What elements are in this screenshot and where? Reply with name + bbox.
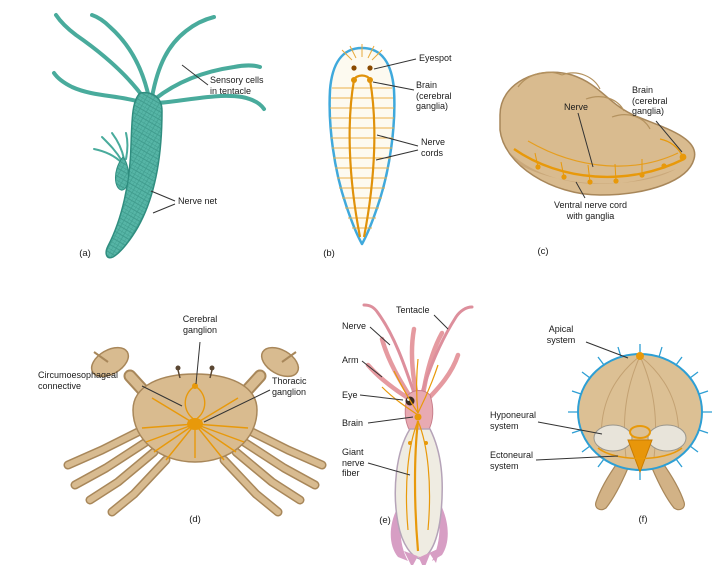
crab-thoracic-ganglion [187, 418, 203, 430]
label-hyponeural-system: Hyponeural system [490, 410, 537, 431]
squid-brain [414, 413, 422, 421]
squid-stellate-right [424, 441, 428, 445]
crab-claw-notch-left [93, 351, 109, 363]
panel-squid: Tentacle Nerve Arm Eye Brain Giant nerve… [330, 295, 480, 565]
label-apical-system: Apical system [546, 324, 576, 345]
squid-fin-right [432, 503, 448, 561]
leader-lines [535, 341, 629, 461]
echinoderm-lobe-right [647, 424, 687, 452]
panel-b-caption: (b) [323, 248, 335, 259]
hydra-tentacles [52, 13, 266, 111]
planarian-illustration [328, 44, 419, 246]
planarian-eyespot-right [367, 65, 373, 71]
label-thoracic-ganglion: Thoracic ganglion [272, 376, 307, 397]
squid-mantle [394, 428, 443, 560]
panel-e-caption: (e) [379, 515, 391, 526]
planarian-body [328, 46, 396, 246]
panel-hydra: Sensory cells in tentacle Nerve net (a) [10, 5, 290, 270]
label-arm: Arm [342, 355, 359, 365]
label-tentacle: Tentacle [396, 305, 430, 315]
label-ectoneural-system: Ectoneural system [490, 450, 534, 471]
worm-illustration [499, 71, 696, 199]
worm-segments [517, 71, 651, 130]
crab-legs [65, 371, 325, 515]
planarian-brain-left [351, 77, 357, 83]
leader-lines [575, 112, 683, 199]
echinoderm-apical-system [636, 352, 644, 360]
crab-claw-right [260, 346, 300, 378]
leader-lines [141, 341, 271, 423]
echinoderm-ectoneural-band [597, 447, 683, 460]
worm-body [499, 71, 696, 196]
label-eyespot: Eyespot [419, 53, 452, 63]
echinoderm-foot-right [651, 461, 685, 511]
squid-skirt-fringe [404, 548, 440, 565]
planarian-transverse-nerves [330, 87, 394, 229]
label-nerve-cords: Nerve cords [421, 137, 446, 158]
squid-nervous-system [381, 358, 439, 552]
panel-worm: Nerve Brain (cerebral ganglia) Ventral n… [480, 55, 715, 265]
echinoderm-lantern [627, 439, 653, 474]
planarian-sensory-fans [341, 44, 383, 61]
panel-crab: Cerebral ganglion Circumoesophageal conn… [30, 300, 330, 535]
planarian-eyespot-left [351, 65, 357, 71]
hydra-illustration [52, 13, 266, 259]
crab-illustration [63, 341, 327, 517]
panel-c-caption: (c) [537, 246, 549, 257]
label-brain-squid: Brain [342, 418, 364, 428]
label-sensory-cells: Sensory cells in tentacle [210, 75, 264, 96]
crab-eyes [175, 365, 215, 379]
label-circumoesophageal-connective: Circumoesophageal connective [38, 370, 119, 391]
panel-planarian: Eyespot Brain (cerebral ganglia) Nerve c… [290, 30, 480, 265]
label-nerve-squid: Nerve [342, 321, 367, 331]
leader-lines [359, 314, 449, 476]
echinoderm-illustration [535, 341, 712, 511]
label-brain-worm: Brain (cerebral ganglia) [632, 85, 668, 117]
label-brain-planarian: Brain (cerebral ganglia) [416, 80, 452, 112]
crab-cerebral-ganglion [192, 383, 198, 389]
squid-tentacles [362, 303, 474, 401]
worm-ganglia [535, 153, 687, 185]
echinoderm-lobe-left [593, 424, 633, 452]
hydra-body [105, 91, 163, 259]
label-eye: Eye [342, 390, 358, 400]
echinoderm-nerve-ring [629, 425, 651, 439]
panel-echinoderm: Apical system Hyponeural system Ectoneur… [480, 300, 715, 535]
label-cerebral-ganglion: Cerebral ganglion [182, 314, 218, 335]
label-nerve-worm: Nerve [564, 102, 589, 112]
panel-a-caption: (a) [79, 248, 91, 259]
planarian-brain-right [367, 77, 373, 83]
label-nerve-net: Nerve net [178, 196, 218, 206]
echinoderm-foot-left [595, 461, 629, 511]
squid-stellate-left [408, 441, 412, 445]
label-giant-nerve-fiber: Giant nerve fiber [342, 447, 365, 479]
squid-illustration [359, 303, 474, 565]
crab-claw-left [90, 346, 130, 378]
crab-claw-notch-right [281, 351, 297, 363]
hydra-bud-body [115, 156, 129, 191]
leader-lines [372, 58, 419, 161]
panel-d-caption: (d) [189, 514, 201, 525]
panel-f-caption: (f) [638, 514, 648, 525]
crab-nervous-system [141, 385, 249, 461]
label-ventral-nerve-cord: Ventral nerve cord with ganglia [553, 200, 628, 221]
leader-lines [150, 64, 209, 214]
